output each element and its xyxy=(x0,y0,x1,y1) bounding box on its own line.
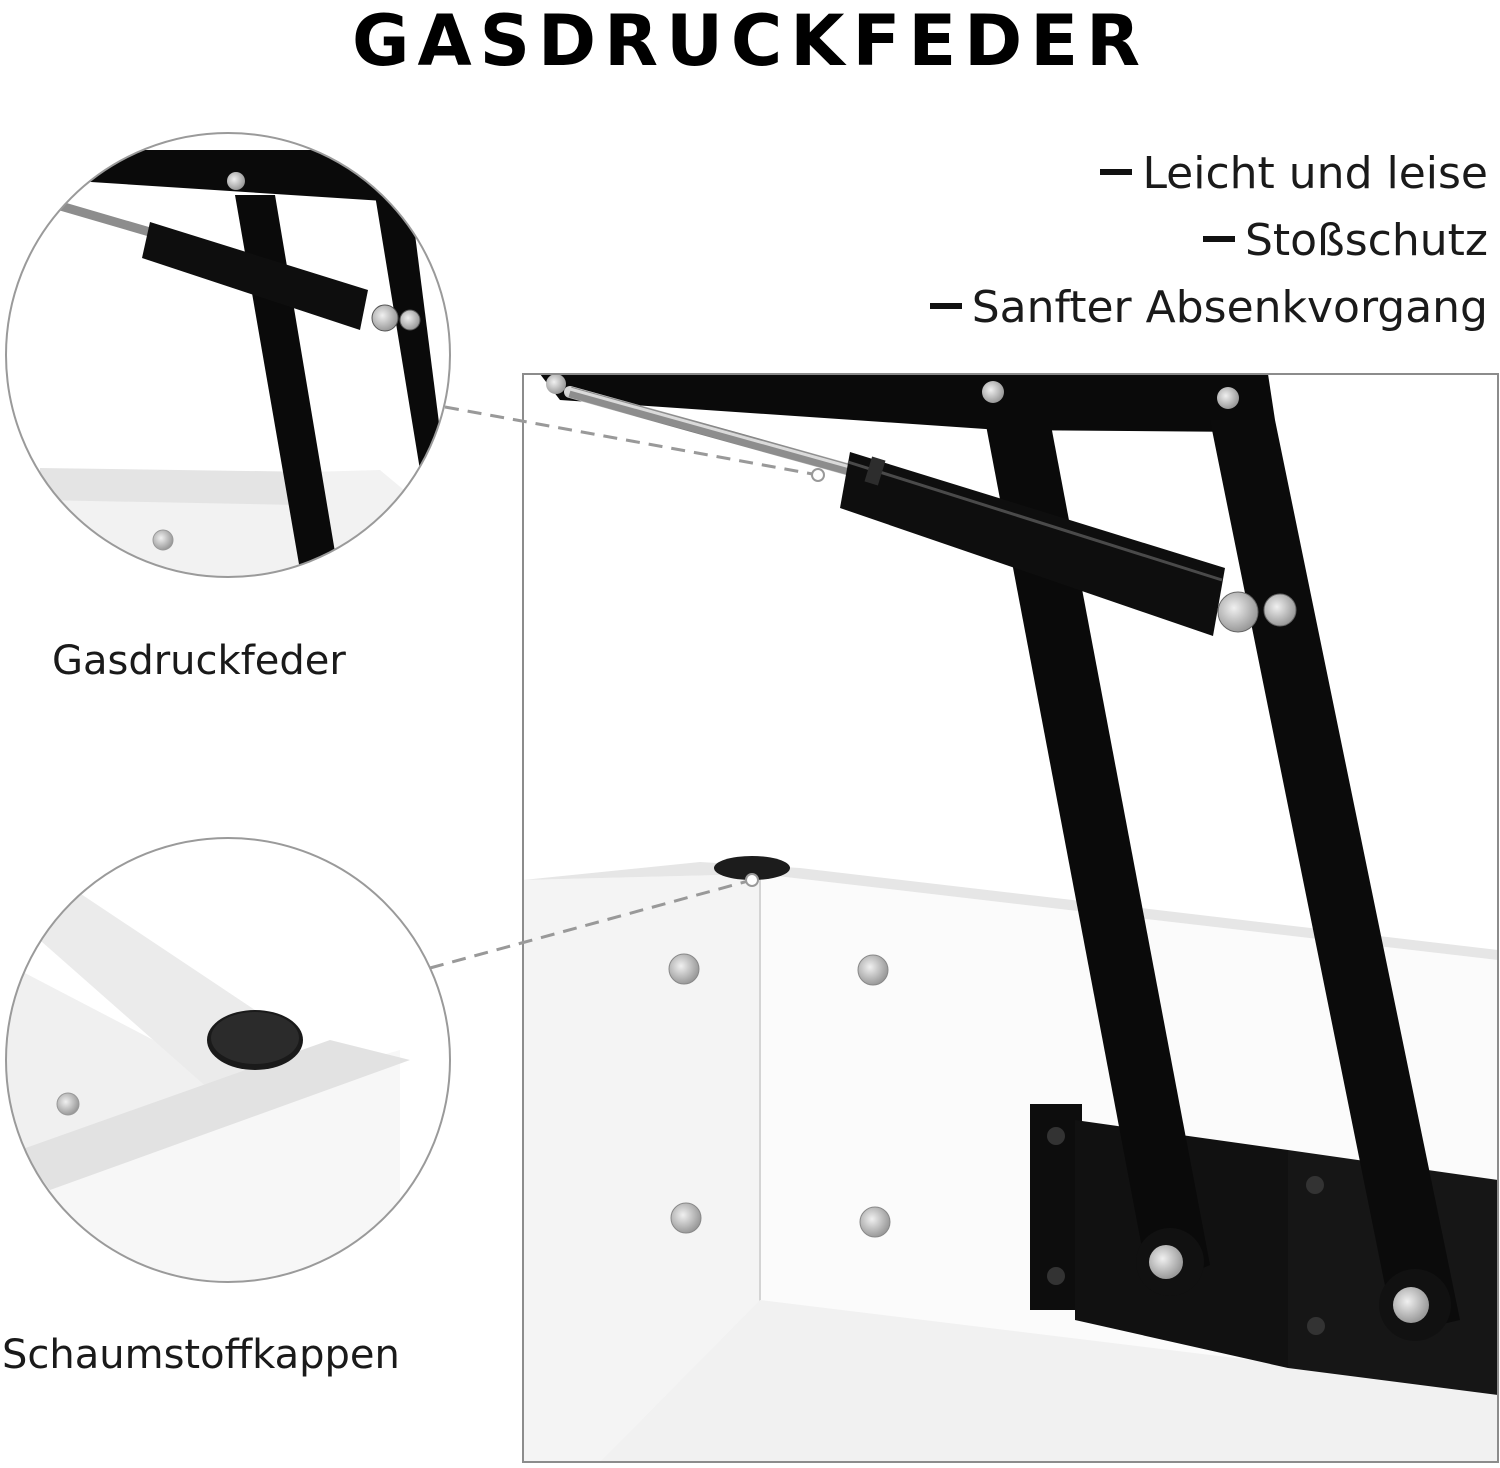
caption-foam-caps: Schaumstoffkappen xyxy=(2,1332,400,1378)
lift-arm-right xyxy=(1210,420,1460,1335)
caption-gas-spring: Gasdruckfeder xyxy=(52,638,346,684)
feature-item: Leicht und leise xyxy=(930,140,1488,207)
main-photo xyxy=(523,374,1498,1462)
dash-icon xyxy=(929,303,962,309)
feature-text: Stoßschutz xyxy=(1244,215,1488,266)
zoom-circle-gas-spring xyxy=(5,132,451,578)
gas-spring xyxy=(564,386,1297,636)
feature-item: Sanfter Absenkvorgang xyxy=(929,274,1488,341)
foam-cap xyxy=(714,856,790,880)
main-photo-frame xyxy=(522,373,1499,1463)
feature-text: Sanfter Absenkvorgang xyxy=(971,282,1488,333)
dash-icon xyxy=(1100,169,1133,175)
dash-icon xyxy=(1202,236,1235,242)
top-plate xyxy=(540,374,1275,432)
callout-connectors xyxy=(429,405,825,970)
feature-item: Stoßschutz xyxy=(930,207,1488,274)
wall-screws xyxy=(668,953,891,1238)
lift-arm-left xyxy=(985,420,1210,1290)
feature-text: Leicht und leise xyxy=(1142,148,1488,199)
zoom-circle-foam-cap xyxy=(5,837,451,1283)
feature-list: Leicht und leise Stoßschutz Sanfter Abse… xyxy=(929,140,1488,341)
page-title: GASDRUCKFEDER xyxy=(352,0,1148,82)
